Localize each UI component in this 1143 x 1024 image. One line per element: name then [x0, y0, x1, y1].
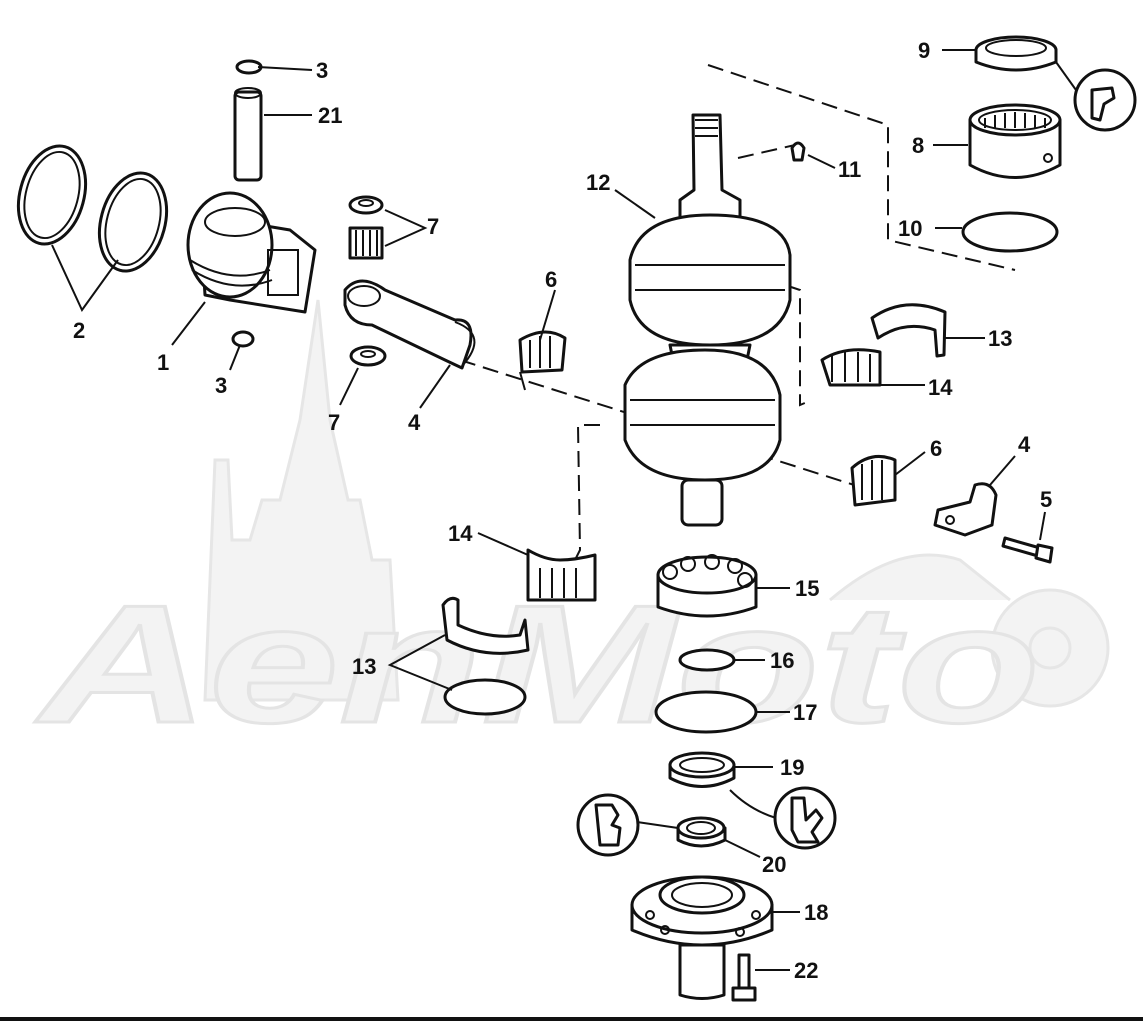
callout-6-top: 6 — [545, 267, 557, 292]
connecting-rod-bolt — [1001, 536, 1054, 564]
callout-22: 22 — [794, 958, 818, 983]
sealant-application-icon — [1055, 61, 1137, 132]
callout-2: 2 — [73, 318, 85, 343]
connecting-rod — [343, 279, 476, 370]
callout-8: 8 — [912, 133, 924, 158]
small-end-bearing-and-thrust-washers — [348, 195, 387, 367]
sealant-application-icon — [576, 793, 679, 857]
ball-bearing-retaining-ring — [678, 648, 736, 672]
callout-3-bottom: 3 — [215, 373, 227, 398]
callout-20: 20 — [762, 852, 786, 877]
callout-3-top: 3 — [316, 58, 328, 83]
lower-inner-seal — [676, 816, 727, 848]
center-main-bearing-cage-lower — [526, 548, 597, 602]
watermark: AenMoto — [33, 299, 1110, 760]
callout-15: 15 — [795, 576, 819, 601]
callout-21: 21 — [318, 103, 342, 128]
callout-7-top: 7 — [427, 214, 439, 239]
callout-14-right: 14 — [928, 375, 953, 400]
rod-bearing-cage-upper — [518, 330, 567, 391]
center-main-bearing-race-upper — [870, 303, 947, 358]
callout-4-rod: 4 — [408, 410, 421, 435]
woodruff-key — [790, 141, 806, 162]
callout-6-right: 6 — [930, 436, 942, 461]
alignment-lines — [459, 64, 1016, 561]
lower-housing-o-ring — [654, 690, 758, 734]
center-main-bearing-race-lower — [441, 596, 530, 655]
center-main-bearing-retaining-ring — [443, 678, 527, 716]
watermark-text: AenMoto — [34, 570, 1040, 758]
leader-lines — [51, 49, 1046, 971]
callout-17: 17 — [793, 700, 817, 725]
callout-4-cap: 4 — [1018, 432, 1031, 457]
callout-14-left: 14 — [448, 521, 473, 546]
center-main-bearing-cage-upper — [820, 348, 882, 387]
callout-11: 11 — [838, 157, 861, 182]
piston-rings — [16, 144, 169, 273]
callout-13-right: 13 — [988, 326, 1012, 351]
callout-5: 5 — [1040, 487, 1052, 512]
piston-pin — [233, 87, 263, 182]
watermark-spire-silhouette — [203, 299, 400, 702]
crankshaft — [623, 113, 792, 527]
callout-12: 12 — [586, 170, 610, 195]
callout-9: 9 — [918, 38, 930, 63]
lower-ball-bearing — [656, 554, 758, 618]
connecting-rod-cap — [933, 482, 998, 537]
callout-19: 19 — [780, 755, 804, 780]
housing-bolt — [731, 953, 757, 1002]
piston — [186, 191, 317, 314]
callout-13-left: 13 — [352, 654, 376, 679]
callout-16: 16 — [770, 648, 794, 673]
callout-1: 1 — [157, 350, 169, 375]
watermark-motorcycle-wheel — [829, 553, 1110, 708]
callout-7-bottom: 7 — [328, 410, 340, 435]
crankshaft-top-seal — [974, 35, 1058, 72]
lower-oil-seal — [668, 751, 736, 788]
lower-bearing-housing — [630, 875, 774, 1000]
crankshaft-upper-bearing — [968, 103, 1062, 179]
callout-18: 18 — [804, 900, 828, 925]
callout-numbers: 3 21 2 1 3 7 7 4 6 12 11 9 8 10 13 14 6 … — [73, 38, 1052, 983]
sealant-application-icon — [729, 786, 837, 850]
callout-10: 10 — [898, 216, 922, 241]
rod-bearing-cage-lower — [850, 454, 897, 507]
upper-bearing-o-ring — [961, 211, 1059, 253]
